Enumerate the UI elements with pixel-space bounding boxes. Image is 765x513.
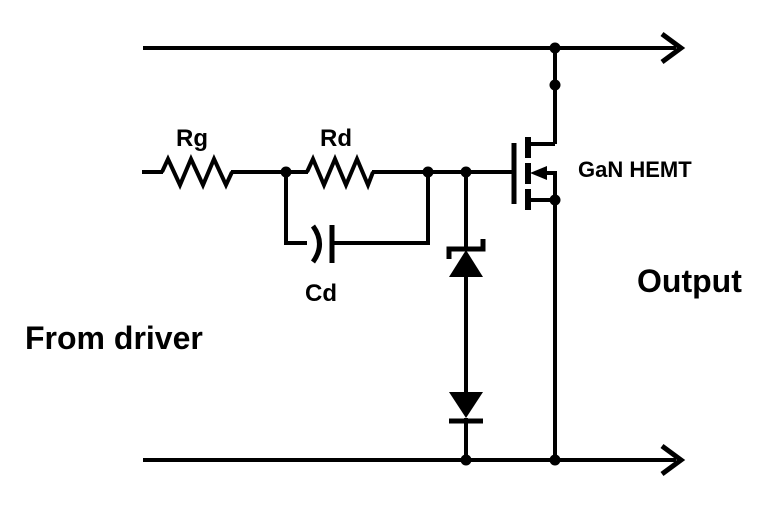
top-rail-wire <box>143 31 686 65</box>
output-label: Output <box>637 263 742 299</box>
bottom-rail-wire <box>143 443 686 477</box>
diode-triangle-icon <box>449 392 483 418</box>
resistor-rd <box>305 153 375 191</box>
junction-dot <box>549 42 561 54</box>
junction-dot <box>549 79 561 91</box>
junction-dot <box>549 454 561 466</box>
junction-dots <box>280 42 561 466</box>
transistor-label: GaN HEMT <box>578 157 692 182</box>
resistor-rg <box>160 154 234 190</box>
arrow-right-icon <box>660 31 686 65</box>
resistor-zigzag-icon <box>160 154 234 190</box>
rg-label: Rg <box>176 125 208 152</box>
from-driver-label: From driver <box>25 320 203 356</box>
arrow-right-icon <box>660 443 686 477</box>
mosfet-body-arrow-icon <box>530 166 547 180</box>
junction-dot <box>422 166 434 178</box>
zener-cathode-bar-icon <box>446 239 486 259</box>
resistor-zigzag-icon <box>305 153 375 191</box>
rd-label: Rd <box>320 125 352 152</box>
diode-triangle-icon <box>449 250 483 277</box>
junction-dot <box>460 454 472 466</box>
junction-dot <box>280 166 292 178</box>
cd-label: Cd <box>305 280 337 307</box>
clamp-diode <box>449 392 483 460</box>
capacitor-curved-plate-icon <box>310 224 322 264</box>
zener-diode <box>446 172 486 393</box>
gan-hemt-transistor <box>511 46 557 460</box>
junction-dot <box>460 166 472 178</box>
capacitor-cd <box>284 172 430 264</box>
junction-dot <box>549 194 561 206</box>
